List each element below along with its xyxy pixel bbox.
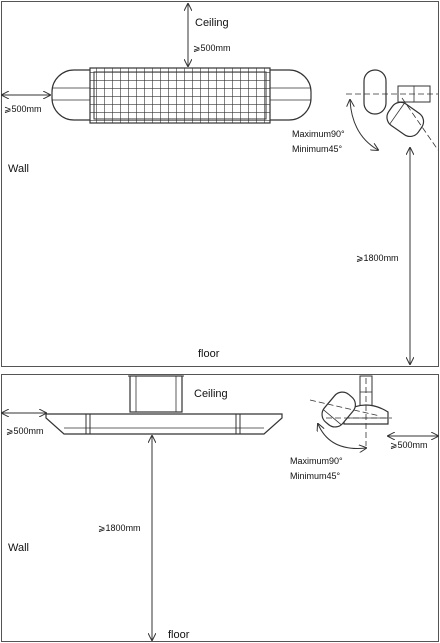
heater-bottom-view [45,413,283,435]
wall-label-bottom: Wall [8,542,29,554]
ceiling-clearance-label: ⩾500mm [193,43,231,53]
side-clearance-label: ⩾500mm [4,104,42,114]
tilt-max-label: Maximum90° [292,129,345,139]
bottom-panel-frame [1,374,439,642]
tilt-min-label: Minimum45° [292,144,343,154]
tilt-arc-arrow [350,100,378,150]
tilt-max-label-bottom: Maximum90° [290,456,343,466]
ceiling-label-bottom: Ceiling [194,388,228,400]
top-panel-frame [1,1,439,367]
height-clearance-label: ⩾1800mm [356,253,399,263]
right-clearance-label: ⩾500mm [390,440,428,450]
floor-label-bottom: floor [168,629,190,641]
tilt-min-label-bottom: Minimum45° [290,471,341,481]
heater-side-view-bottom [309,375,392,446]
tilt-arc-arrow-bottom [318,424,366,449]
floor-label: floor [198,348,220,360]
heater-side-view [346,69,439,151]
heater-front-view [51,67,312,124]
ceiling-bracket [128,375,184,413]
height-clearance-label-bottom: ⩾1800mm [98,523,141,533]
ceiling-label: Ceiling [195,17,229,29]
wall-label: Wall [8,163,29,175]
side-clearance-label-bottom: ⩾500mm [6,426,44,436]
